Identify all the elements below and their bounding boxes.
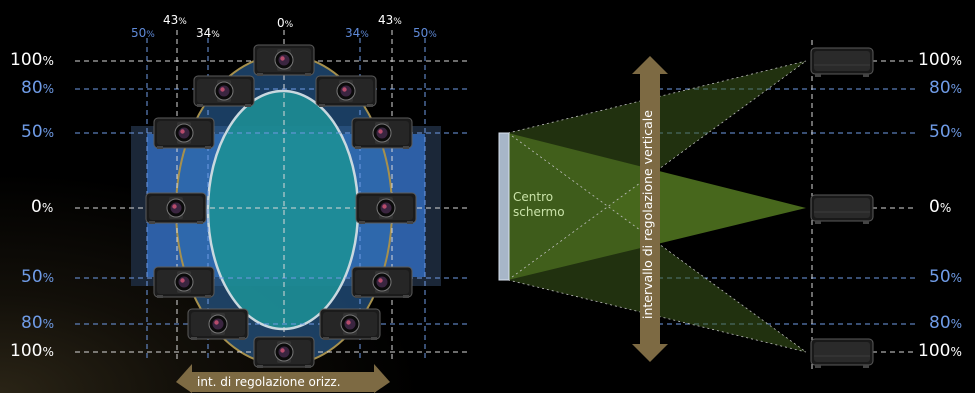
screen-center-label: Centro schermo <box>513 190 565 220</box>
left-label-bottom-80: 80% <box>21 313 55 333</box>
right-label-top-100: 100% <box>918 50 962 70</box>
left-label-bottom-100: 100% <box>10 341 54 361</box>
horizontal-range-label: int. di regolazione orizz. <box>197 375 341 389</box>
right-label-bottom-50: 50% <box>929 267 963 287</box>
screen-side-bar <box>498 132 510 281</box>
vertical-range-arrow <box>632 56 668 362</box>
screen-center-line1: Centro <box>513 190 554 204</box>
top-label-left-43: 43% <box>163 13 187 27</box>
left-label-bottom-50: 50% <box>21 267 55 287</box>
screen-center-line2: schermo <box>513 205 565 219</box>
top-label-right-34: 34% <box>345 26 369 40</box>
left-horizontal-gridlines <box>75 60 470 353</box>
horizontal-range-arrow <box>176 364 390 393</box>
right-label-bottom-80: 80% <box>929 313 963 333</box>
right-label-zero: 0% <box>929 197 952 217</box>
right-label-bottom-100: 100% <box>918 341 962 361</box>
top-label-center-0: 0% <box>277 16 294 30</box>
top-label-left-50: 50% <box>131 26 155 40</box>
left-label-top-50: 50% <box>21 122 55 142</box>
left-label-top-100: 100% <box>10 50 54 70</box>
shift-range-inner-ellipse <box>206 89 360 331</box>
beam-edges <box>507 60 807 353</box>
top-label-left-34: 34% <box>196 26 220 40</box>
vertical-range-label: intervallo di regolazione verticale <box>640 110 655 319</box>
right-label-top-80: 80% <box>929 78 963 98</box>
projector-side-icons <box>810 47 874 369</box>
top-label-right-43: 43% <box>378 13 402 27</box>
left-label-zero: 0% <box>31 197 54 217</box>
top-label-right-50: 50% <box>413 26 437 40</box>
right-label-top-50: 50% <box>929 122 963 142</box>
left-label-top-80: 80% <box>21 78 55 98</box>
